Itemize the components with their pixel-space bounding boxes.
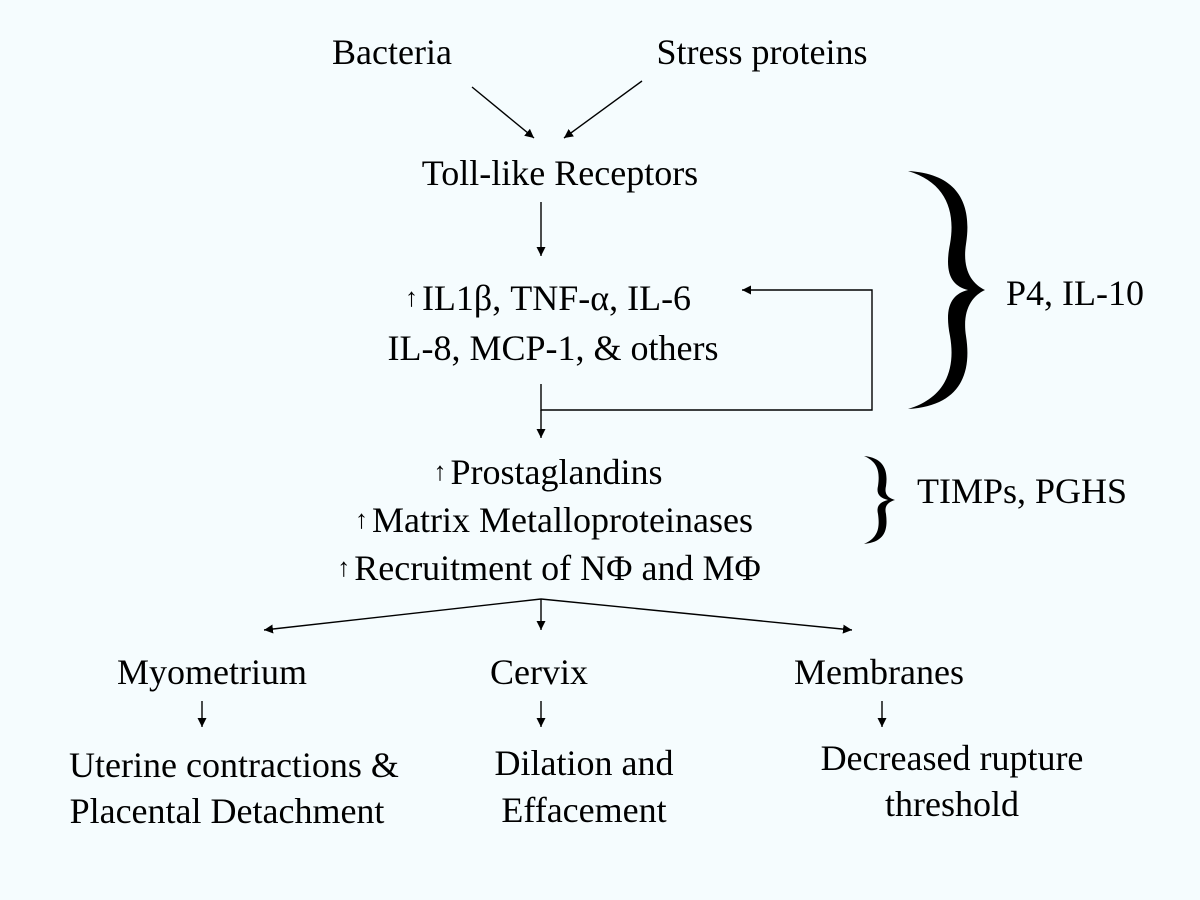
node-stress-proteins: Stress proteins <box>657 32 868 72</box>
outcome-membranes-line1: Decreased rupture <box>821 738 1084 778</box>
increase-arrow-icon: ↑ <box>337 553 350 582</box>
arrow-to-myometrium <box>263 598 542 634</box>
feedback-loop-arrow <box>540 285 873 411</box>
outcome-cervix-line1: Dilation and <box>495 743 674 783</box>
node-prostaglandins: ↑Prostaglandins <box>434 452 663 492</box>
increase-arrow-icon: ↑ <box>405 283 418 312</box>
increase-arrow-icon: ↑ <box>355 505 368 534</box>
node-myometrium: Myometrium <box>117 652 307 692</box>
node-cervix: Cervix <box>490 652 588 692</box>
increase-arrow-icon: ↑ <box>434 457 447 486</box>
node-membranes: Membranes <box>794 652 964 692</box>
outcome-cervix-line2: Effacement <box>501 790 666 830</box>
arrow-stress-to-tlr <box>563 80 643 139</box>
node-recruitment: ↑Recruitment of NΦ and MΦ <box>337 548 761 588</box>
modulator-upper: P4, IL-10 <box>1006 273 1144 313</box>
small-brace-icon <box>864 456 895 544</box>
node-toll-like-receptors: Toll-like Receptors <box>422 153 698 193</box>
node-mmps: ↑Matrix Metalloproteinases <box>355 500 753 540</box>
node-cytokines-line2: IL-8, MCP-1, & others <box>388 328 719 368</box>
outcome-membranes-line2: threshold <box>885 784 1019 824</box>
modulator-lower: TIMPs, PGHS <box>917 471 1127 511</box>
outcome-myometrium-line1: Uterine contractions & <box>69 745 399 785</box>
outcome-myometrium-line2: Placental Detachment <box>70 791 385 831</box>
arrow-to-membranes <box>540 598 853 634</box>
arrow-bacteria-to-tlr <box>471 86 535 139</box>
large-brace-icon <box>908 171 985 409</box>
node-bacteria: Bacteria <box>332 32 452 72</box>
node-cytokines-line1: ↑IL1β, TNF-α, IL-6 <box>405 278 691 318</box>
